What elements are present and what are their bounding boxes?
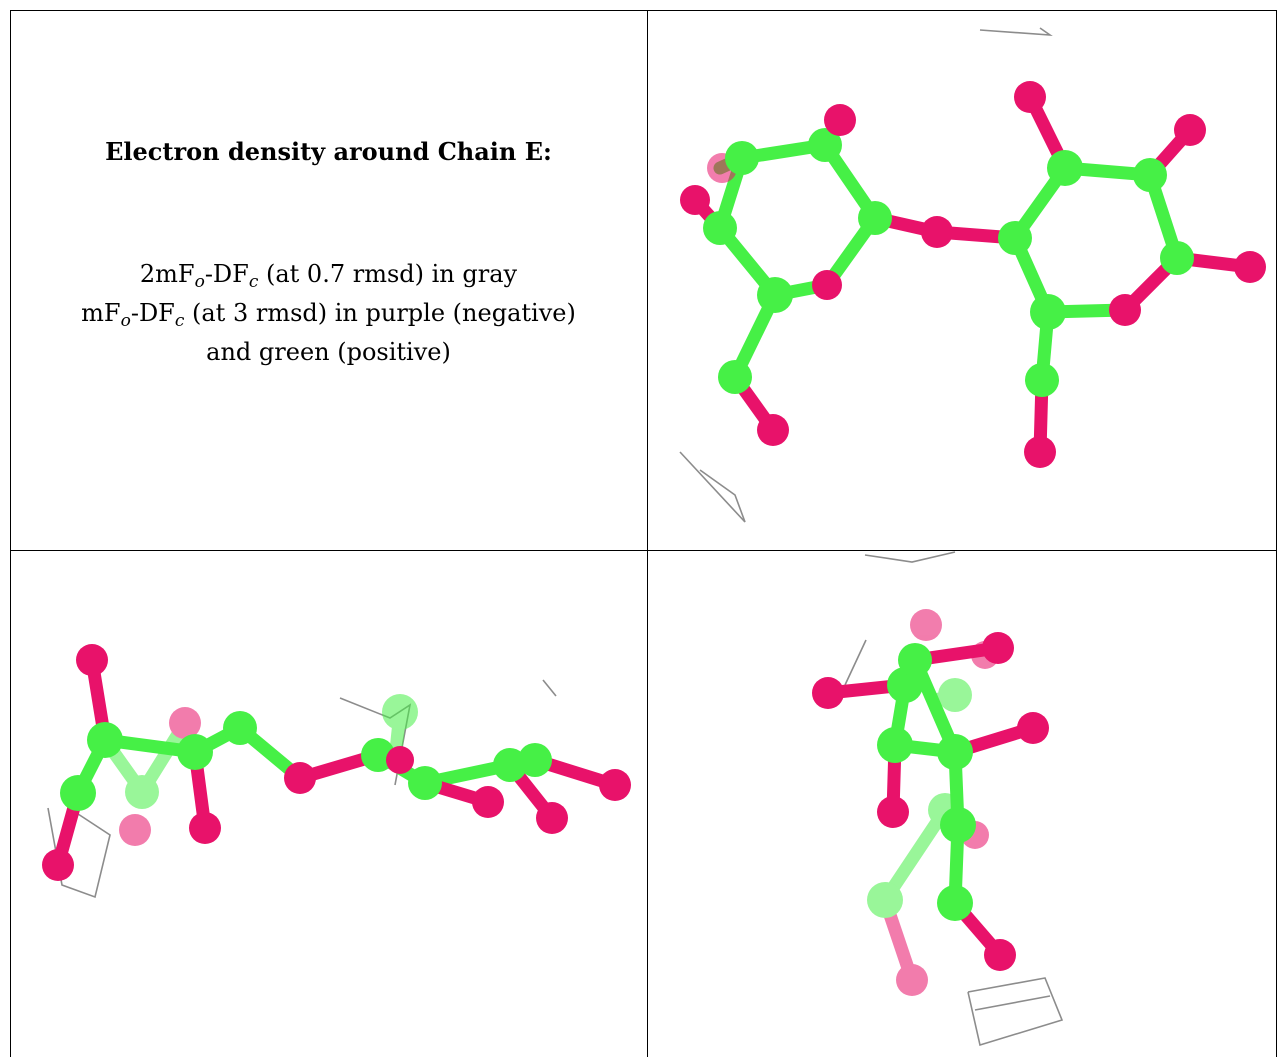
table-border-middle xyxy=(10,550,1277,551)
legend-line-purple: mFo-DFc (at 3 rmsd) in purple (negative) xyxy=(81,299,576,331)
legend-line-green: and green (positive) xyxy=(206,338,451,366)
table-border-left xyxy=(10,10,11,1057)
density-mesh xyxy=(844,551,1064,1047)
table-border-top xyxy=(10,10,1277,11)
molecule-view-top-right xyxy=(679,27,1266,523)
atoms xyxy=(812,632,1049,971)
molecule-view-bottom-left xyxy=(42,644,631,899)
molecule-view-bottom-right xyxy=(812,551,1064,1047)
legend-line-gray: 2mFo-DFc (at 0.7 rmsd) in gray xyxy=(139,260,518,292)
caption-cell: Electron density around Chain E: 2mFo-DF… xyxy=(10,11,647,550)
bonds xyxy=(688,90,1257,459)
atoms xyxy=(680,81,1266,468)
caption-legend: 2mFo-DFc (at 0.7 rmsd) in gray mFo-DFc (… xyxy=(10,255,647,372)
caption-title: Electron density around Chain E: xyxy=(105,137,552,166)
table-border-center xyxy=(647,10,648,1057)
atoms xyxy=(42,644,631,881)
